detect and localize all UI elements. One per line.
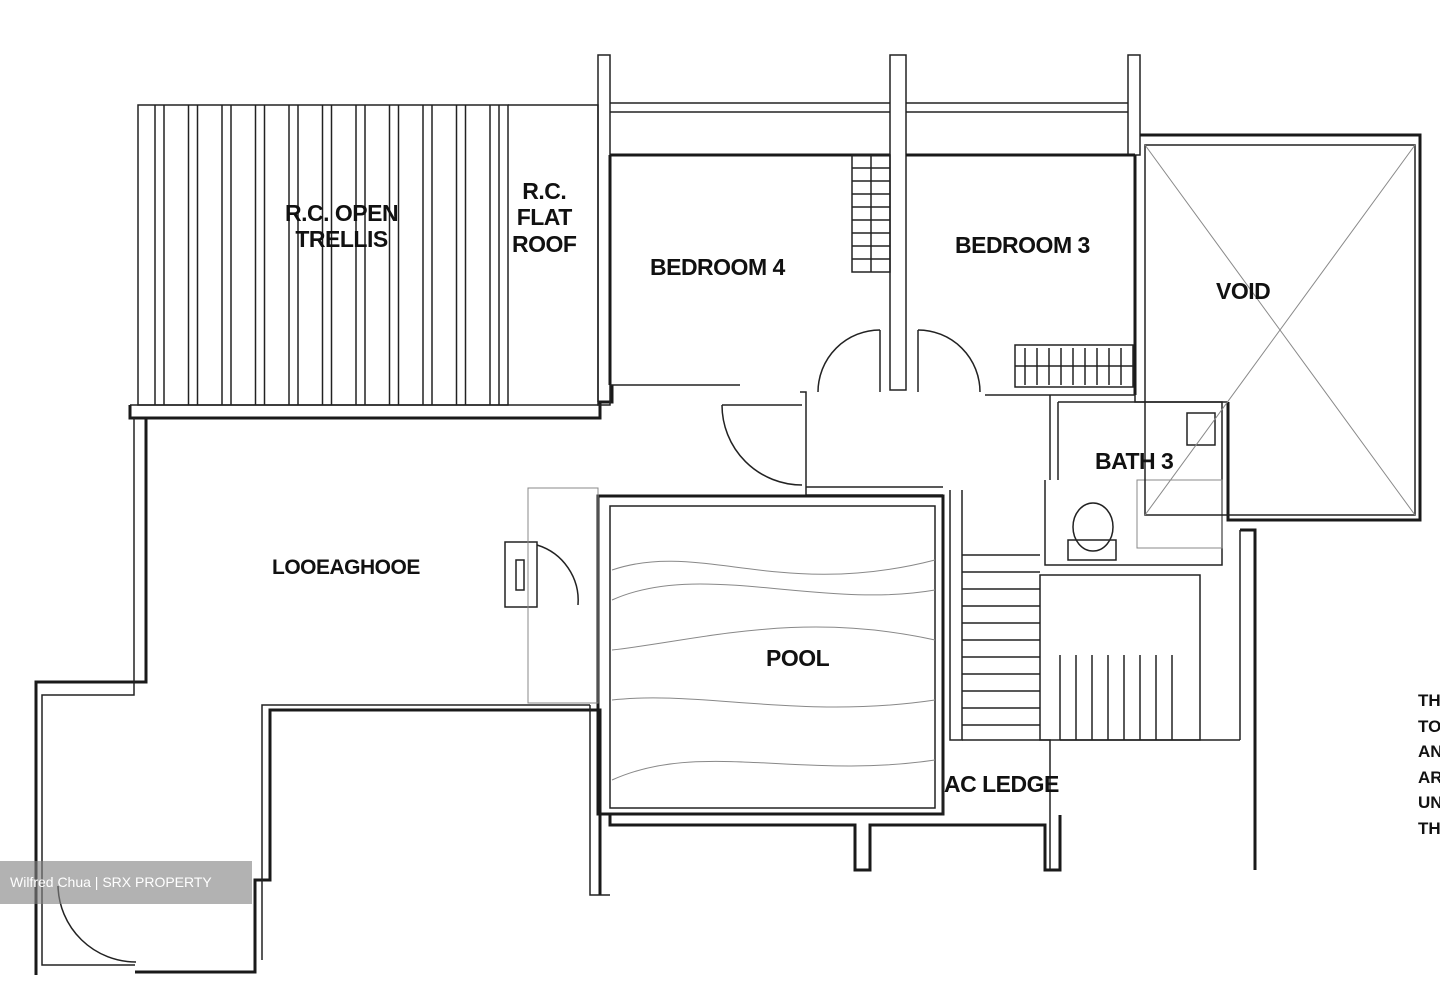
label-pool: POOL	[766, 645, 830, 671]
bath3-fixtures	[1044, 401, 1223, 566]
ac-ledge-outline	[608, 770, 1062, 872]
note-line: TO	[1418, 716, 1440, 736]
cropped-note-text: TH TO AN AR UN TH	[1418, 688, 1440, 841]
label-ac-ledge: AC LEDGE	[944, 771, 1059, 797]
pool-outline	[527, 487, 945, 816]
note-line: UN	[1418, 793, 1440, 812]
label-void: VOID	[1216, 278, 1271, 304]
wardrobe-bedroom4	[851, 154, 891, 273]
note-line: TH	[1418, 691, 1440, 710]
column-walls	[597, 54, 1141, 406]
label-bedroom-4: BEDROOM 4	[650, 254, 785, 280]
note-line: AN	[1418, 742, 1440, 761]
void-outline	[1140, 133, 1422, 870]
trellis-structure	[137, 104, 509, 406]
note-line: TH	[1418, 818, 1440, 838]
label-bedroom-3: BEDROOM 3	[955, 232, 1090, 258]
note-line: AR	[1418, 767, 1440, 787]
outer-walls	[34, 385, 614, 975]
label-bath-3: BATH 3	[1095, 448, 1174, 474]
watermark-label: Wilfred Chua | SRX PROPERTY	[0, 861, 252, 904]
label-family-area: LOOEAGHOOE	[272, 556, 420, 579]
wardrobe-bedroom3	[1014, 344, 1134, 388]
staircase	[949, 490, 1240, 870]
